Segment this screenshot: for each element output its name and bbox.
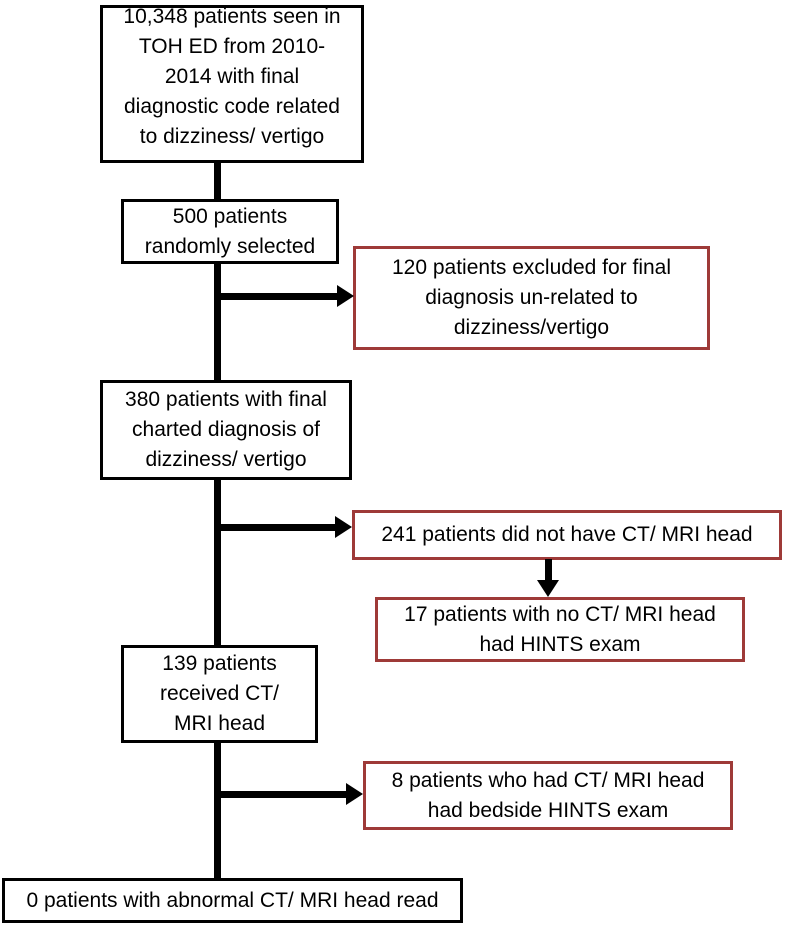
connector-charted-received: [214, 478, 221, 647]
node-random-sample: 500 patients randomly selected: [121, 199, 339, 264]
arrowhead-right-icon: [337, 285, 354, 307]
connector-received-abnormal: [214, 741, 221, 880]
arrowhead-right-icon: [346, 783, 363, 805]
node-abnormal-imaging: 0 patients with abnormal CT/ MRI head re…: [2, 878, 463, 923]
arrowhead-down-icon: [537, 580, 559, 597]
arrow-no-imaging-line: [218, 524, 336, 531]
node-charted-diagnosis: 380 patients with final charted diagnosi…: [100, 380, 352, 480]
node-no-imaging-hints-text: 17 patients with no CT/ MRI head had HIN…: [404, 602, 716, 656]
arrowhead-right-icon: [335, 516, 352, 538]
node-charted-diagnosis-text: 380 patients with final charted diagnosi…: [125, 388, 327, 471]
node-cohort: 10,348 patients seen in TOH ED from 2010…: [100, 5, 364, 163]
node-no-imaging-hints: 17 patients with no CT/ MRI head had HIN…: [375, 597, 745, 662]
connector-cohort-random: [214, 161, 221, 201]
node-received-imaging: 139 patients received CT/ MRI head: [121, 645, 318, 743]
node-received-imaging-text: 139 patients received CT/ MRI head: [159, 652, 280, 735]
node-no-imaging-text: 241 patients did not have CT/ MRI head: [381, 523, 753, 546]
node-excluded-unrelated: 120 patients excluded for final diagnosi…: [353, 246, 710, 350]
node-imaging-hints-text: 8 patients who had CT/ MRI head had beds…: [391, 768, 705, 822]
node-abnormal-imaging-text: 0 patients with abnormal CT/ MRI head re…: [26, 888, 439, 912]
node-no-imaging: 241 patients did not have CT/ MRI head: [352, 510, 782, 560]
arrow-imaging-hints-line: [218, 791, 347, 798]
arrow-excluded-unrelated-line: [218, 293, 338, 300]
node-imaging-hints: 8 patients who had CT/ MRI head had beds…: [363, 761, 733, 830]
node-cohort-text: 10,348 patients seen in TOH ED from 2010…: [123, 5, 341, 148]
node-random-sample-text: 500 patients randomly selected: [144, 204, 316, 258]
node-excluded-unrelated-text: 120 patients excluded for final diagnosi…: [391, 256, 672, 339]
arrow-no-imaging-hints-line: [545, 559, 552, 581]
connector-random-charted: [214, 262, 221, 382]
